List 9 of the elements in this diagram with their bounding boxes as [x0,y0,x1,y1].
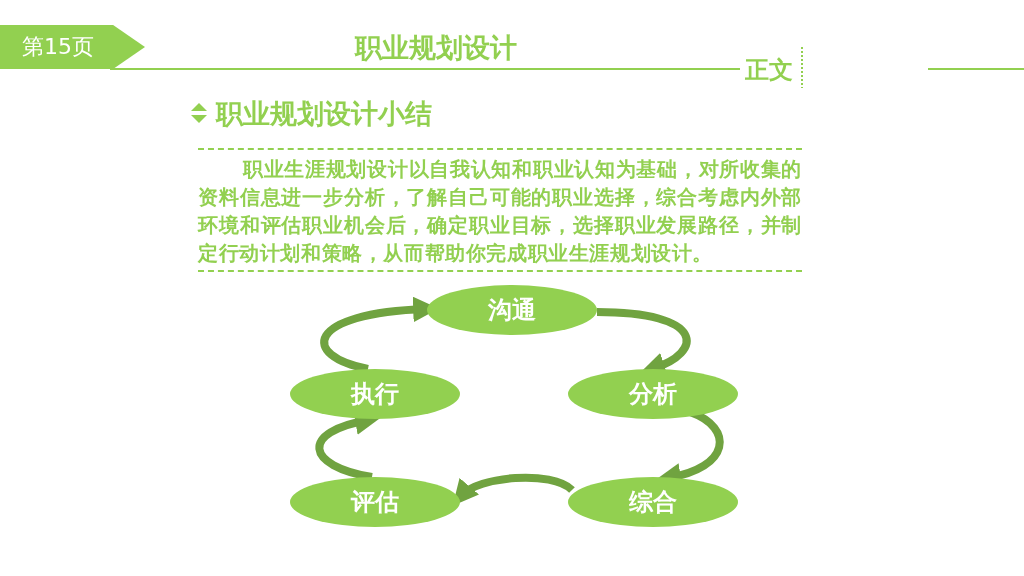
step-ellipse: 执行 [290,369,460,419]
summary-paragraph: 职业生涯规划设计以自我认知和职业认知为基础，对所收集的资料信息进一步分析，了解自己可能的职业选择，综合考虑内外部环境和评估职业机会后，确定职业目标，选择职业发展路径，并制定行动计划和策略，从而帮助你完成职业生涯规划设计。 [198,148,802,272]
step-ellipse: 沟通 [427,285,597,335]
step-ellipse: 评估 [290,477,460,527]
page-tab: 第15页 [0,25,145,69]
step-ellipse: 分析 [568,369,738,419]
section-heading: 职业规划设计小结 [216,97,432,131]
step-ellipse: 综合 [568,477,738,527]
slide-title: 职业规划设计 [355,31,517,65]
